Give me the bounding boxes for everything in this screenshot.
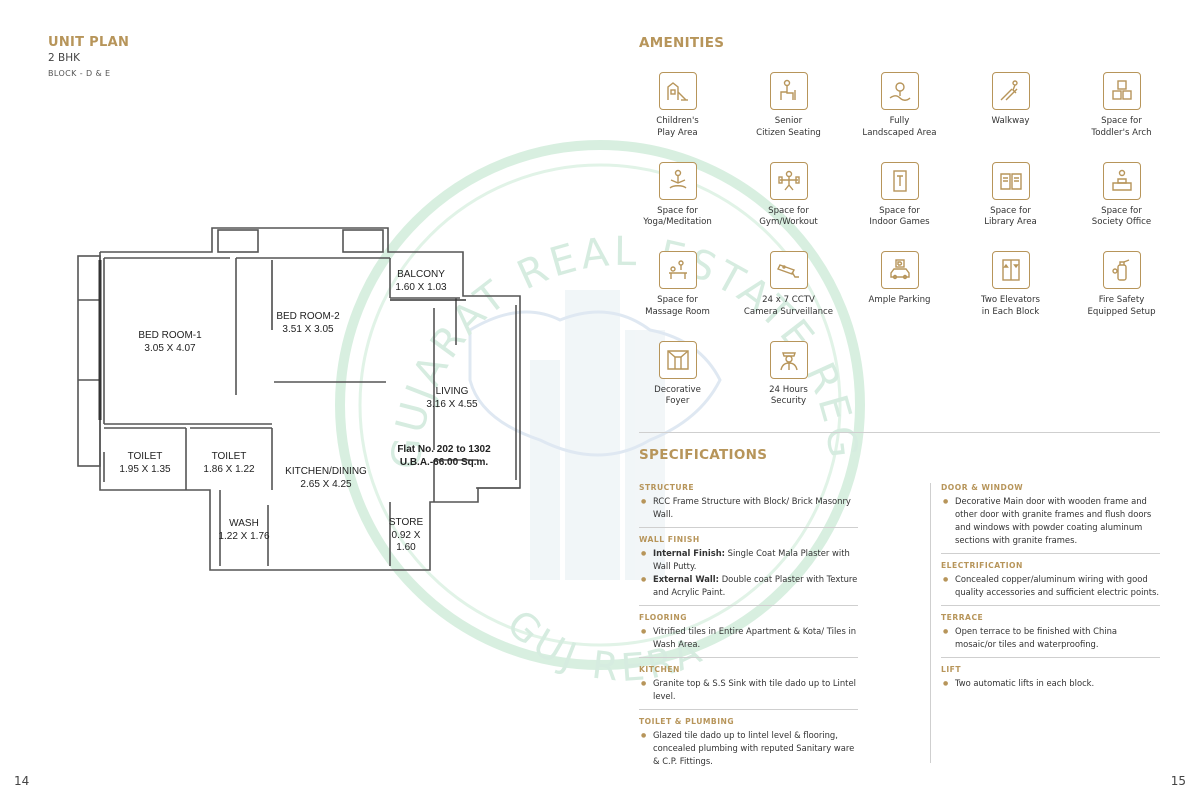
amenity-item: Space for Society Office [1066, 161, 1177, 252]
spec-heading: TOILET & PLUMBING [639, 717, 735, 726]
room-name: BALCONY [397, 269, 445, 280]
unit-plan-title: UNIT PLAN [48, 35, 130, 50]
spec-item: Internal Finish: Single Coat Mala Plaste… [639, 547, 858, 573]
room-name: LIVING [436, 386, 469, 397]
spec-heading: STRUCTURE [639, 483, 695, 492]
spec-heading: ELECTRIFICATION [941, 561, 1023, 570]
senior-seating-icon [769, 72, 808, 110]
column-divider [930, 483, 931, 763]
room-name: WASH [229, 518, 259, 529]
unit-type: 2 BHK [48, 52, 81, 64]
room-name: TOILET [212, 451, 247, 462]
room-name: TOILET [128, 451, 163, 462]
amenities-title: AMENITIES [639, 35, 725, 51]
cctv-icon [769, 251, 808, 289]
gym-icon [769, 161, 808, 200]
room-name: BED ROOM-1 [138, 330, 202, 341]
floor-plan: BED ROOM-1 3.05 X 4.07 BED ROOM-2 3.51 X… [77, 227, 521, 571]
amenity-item: Space for Indoor Games [844, 161, 955, 252]
walkway-icon [991, 72, 1030, 110]
room-size: 3.05 X 4.07 [144, 343, 196, 354]
divider [639, 432, 1160, 433]
page-number-right: 15 [1170, 774, 1186, 788]
amenity-item: Walkway [955, 72, 1066, 162]
yoga-icon [658, 161, 697, 200]
parking-icon [880, 251, 919, 289]
indoor-games-icon [880, 161, 919, 200]
room-size: 1.60 [396, 542, 416, 553]
amenity-item: Two Elevators in Each Block [955, 251, 1066, 341]
spec-heading: FLOORING [639, 613, 687, 622]
room-size: 1.60 X 1.03 [395, 282, 447, 293]
spec-heading: WALL FINISH [639, 535, 700, 544]
unit-block: BLOCK - D & E [48, 69, 111, 78]
amenities-grid: Children's Play Area Senior Citizen Seat… [622, 72, 1178, 430]
amenity-item: Fire Safety Equipped Setup [1066, 251, 1177, 341]
fire-extinguisher-icon [1102, 251, 1141, 289]
spec-item: Vitrified tiles in Entire Apartment & Ko… [639, 625, 858, 651]
elevator-icon [991, 251, 1030, 289]
massage-icon [658, 251, 697, 289]
amenity-item: Ample Parking [844, 251, 955, 341]
security-guard-icon [769, 340, 808, 379]
spec-item: RCC Frame Structure with Block/ Brick Ma… [639, 495, 858, 521]
office-icon [1102, 161, 1141, 200]
flat-area: U.B.A.-66.00 Sq.m. [400, 457, 489, 468]
spec-item: Decorative Main door with wooden frame a… [941, 495, 1160, 547]
amenity-item: 24 Hours Security [733, 340, 844, 431]
spec-heading: TERRACE [941, 613, 984, 622]
amenity-item: Children's Play Area [622, 72, 733, 162]
room-size: 2.65 X 4.25 [300, 479, 352, 490]
amenity-item: 24 x 7 CCTV Camera Surveillance [733, 251, 844, 341]
amenity-item: Decorative Foyer [622, 340, 733, 431]
toddler-blocks-icon [1102, 72, 1141, 110]
spec-item: External Wall: Double coat Plaster with … [639, 573, 858, 599]
specifications-title: SPECIFICATIONS [639, 447, 768, 463]
amenity-item: Space for Toddler's Arch [1066, 72, 1177, 162]
amenity-item: Fully Landscaped Area [844, 72, 955, 162]
spec-item: Concealed copper/aluminum wiring with go… [941, 573, 1160, 599]
foyer-icon [658, 340, 697, 379]
spec-heading: KITCHEN [639, 665, 680, 674]
flat-number: Flat No. 202 to 1302 [397, 444, 491, 455]
amenity-item: Space for Yoga/Meditation [622, 161, 733, 252]
library-icon [991, 161, 1030, 200]
room-size: 1.22 X 1.76 [218, 531, 270, 542]
spec-item: Glazed tile dado up to lintel level & fl… [639, 729, 858, 768]
room-name: BED ROOM-2 [276, 311, 340, 322]
room-size: 0.92 X [392, 530, 421, 541]
spec-item: Granite top & S.S Sink with tile dado up… [639, 677, 858, 703]
room-size: 3.51 X 3.05 [282, 324, 334, 335]
amenity-item: Space for Massage Room [622, 251, 733, 341]
specs-right-column: DOOR & WINDOW Decorative Main door with … [941, 483, 1160, 690]
room-name: KITCHEN/DINING [285, 466, 367, 477]
specs-left-column: STRUCTURE RCC Frame Structure with Block… [639, 483, 858, 768]
spec-item: Open terrace to be finished with China m… [941, 625, 1160, 651]
room-size: 1.95 X 1.35 [119, 464, 171, 475]
room-size: 3.16 X 4.55 [426, 399, 478, 410]
landscape-icon [880, 72, 919, 110]
amenity-item: Senior Citizen Seating [733, 72, 844, 162]
amenity-item: Space for Library Area [955, 161, 1066, 252]
amenity-item: Space for Gym/Workout [733, 161, 844, 252]
page-number-left: 14 [14, 774, 30, 788]
spec-item: Two automatic lifts in each block. [941, 677, 1160, 690]
room-name: STORE [389, 517, 424, 528]
spec-heading: LIFT [941, 665, 962, 674]
spec-heading: DOOR & WINDOW [941, 483, 1024, 492]
room-size: 1.86 X 1.22 [203, 464, 255, 475]
playground-icon [658, 72, 697, 110]
